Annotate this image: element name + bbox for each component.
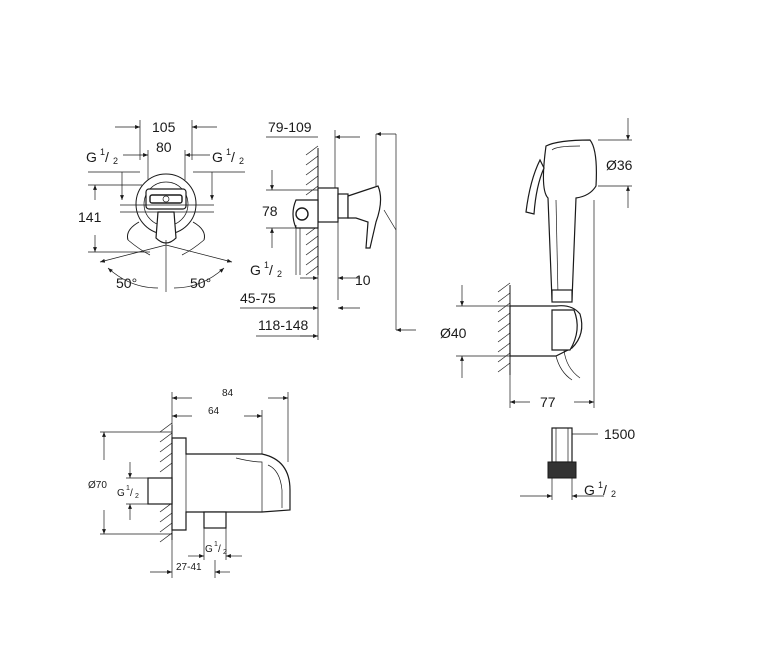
svg-text:2: 2: [113, 156, 118, 166]
outlet-dim-27-41: 27-41: [176, 562, 202, 573]
svg-text:/: /: [130, 488, 133, 499]
front-thread-left: G: [86, 149, 97, 165]
front-dim-141: 141: [78, 209, 102, 225]
wall-outlet: 84 64 Ø70 G 1 / 2 G 1 / 2: [88, 388, 291, 578]
svg-text:/: /: [231, 149, 235, 165]
side-dim-45-75: 45-75: [240, 290, 276, 306]
svg-text:1: 1: [226, 147, 231, 157]
svg-text:2: 2: [223, 549, 227, 556]
shower-dim-77: 77: [540, 394, 556, 410]
side-dim-10: 10: [355, 272, 371, 288]
front-dim-105: 105: [152, 119, 176, 135]
svg-text:/: /: [218, 544, 221, 555]
svg-text:2: 2: [277, 269, 282, 279]
outlet-dim-64: 64: [208, 406, 220, 417]
front-dim-80: 80: [156, 139, 172, 155]
side-dim-78: 78: [262, 203, 278, 219]
svg-text:1: 1: [214, 541, 218, 548]
side-dim-118-148: 118-148: [258, 317, 309, 333]
side-thread: G: [250, 262, 261, 278]
front-view-mixer: 105 80 G 1 / 2 G 1 / 2 141: [78, 119, 245, 292]
side-view-mixer: 79-109 78 G 1 / 2 10 45-75: [240, 119, 416, 340]
svg-text:/: /: [603, 482, 607, 498]
svg-text:1: 1: [100, 147, 105, 157]
outlet-outlet-thread: G: [205, 544, 213, 555]
shower-hose-thread: G: [584, 482, 595, 498]
front-thread-right: G: [212, 149, 223, 165]
outlet-dim-d70: Ø70: [88, 480, 107, 491]
shower-dim-d36: Ø36: [606, 157, 633, 173]
front-angle-right: 50°: [190, 275, 211, 291]
shower-dim-1500: 1500: [604, 426, 635, 442]
front-angle-left: 50°: [116, 275, 137, 291]
svg-text:1: 1: [126, 485, 130, 492]
svg-text:/: /: [105, 149, 109, 165]
svg-text:2: 2: [135, 493, 139, 500]
svg-text:1: 1: [264, 260, 269, 270]
outlet-inlet-thread: G: [117, 488, 125, 499]
outlet-dim-84: 84: [222, 388, 234, 399]
svg-text:1: 1: [598, 480, 603, 490]
side-dim-79-109: 79-109: [268, 119, 312, 135]
hand-shower: Ø36 Ø40 77: [440, 118, 635, 500]
svg-text:/: /: [269, 262, 273, 278]
svg-text:2: 2: [239, 156, 244, 166]
svg-text:2: 2: [611, 489, 616, 499]
shower-dim-d40: Ø40: [440, 325, 467, 341]
